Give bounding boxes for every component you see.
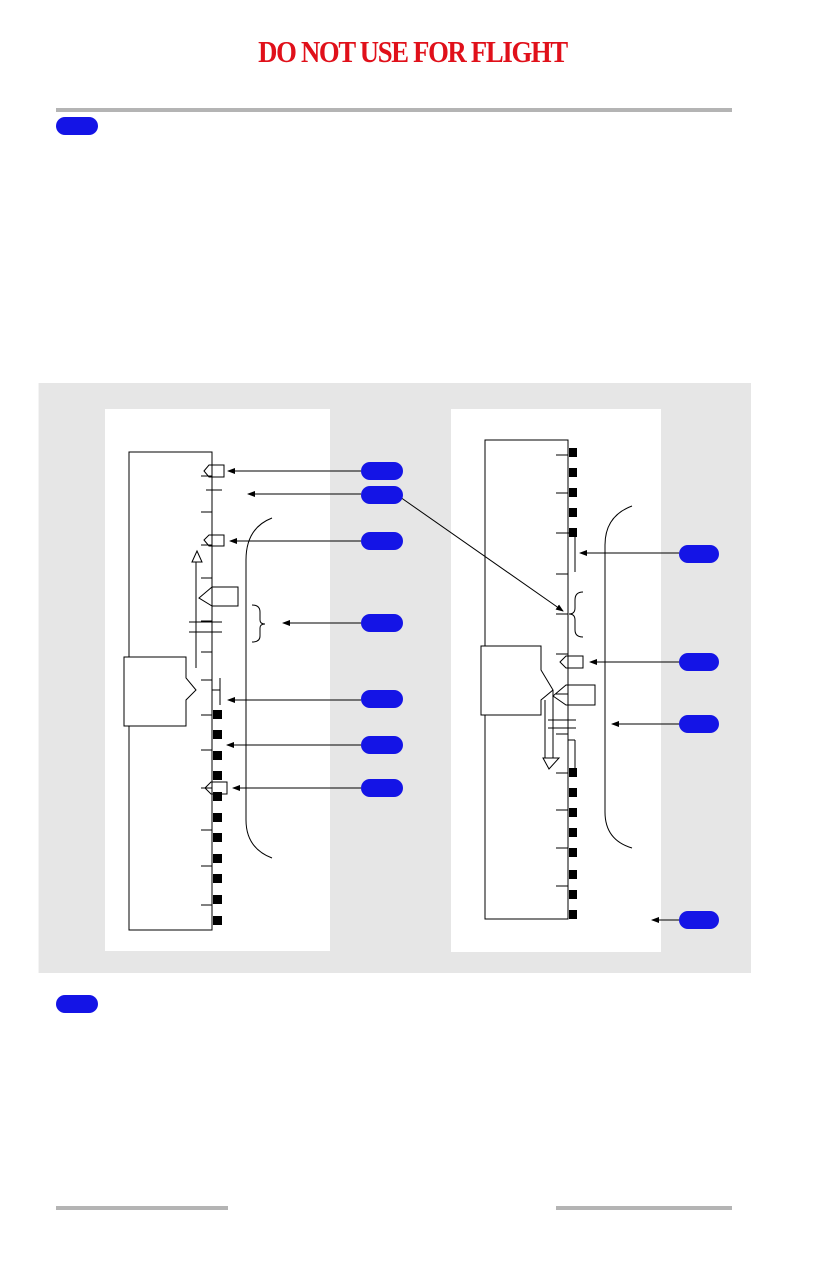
left-callout-4 [361, 614, 403, 632]
do-not-use-for-flight-banner: DO NOT USE FOR FLIGHT [258, 34, 568, 69]
left-bug-low [204, 781, 228, 795]
right-callout-2 [679, 653, 719, 671]
left-reference-box [198, 586, 239, 607]
right-tape-diagram [480, 439, 633, 920]
left-callout-3 [361, 532, 403, 550]
right-callout-3 [679, 715, 719, 733]
left-callout-1 [361, 462, 403, 480]
right-callouts [679, 545, 719, 929]
left-range-bracket [245, 517, 273, 859]
header-rule [56, 108, 732, 112]
left-callout-6 [361, 736, 403, 754]
right-tape-blocks [569, 448, 577, 919]
right-reference-box [552, 684, 596, 706]
right-readout-window [480, 645, 554, 716]
left-callouts [361, 462, 403, 797]
left-callout-2 [361, 486, 403, 504]
right-leader-lines [579, 550, 679, 923]
left-tape-diagram [123, 451, 273, 931]
section-bullet-top [56, 117, 98, 135]
footer-rule-left [56, 1206, 228, 1210]
left-curly-brace [251, 604, 266, 643]
left-readout-window [123, 656, 197, 727]
left-tape-ticks [189, 475, 222, 906]
right-bug [559, 655, 584, 669]
left-leader-lines [226, 468, 564, 791]
right-callout-4 [679, 911, 719, 929]
section-bullet-bottom [56, 995, 98, 1013]
left-callout-5 [361, 690, 403, 708]
left-bug-mid [203, 534, 225, 547]
left-trend-arrow-head [191, 549, 203, 563]
left-bug-top [203, 464, 225, 478]
right-callout-1 [679, 545, 719, 563]
left-tape-blocks [213, 710, 222, 925]
right-tape-ticks [548, 454, 576, 887]
right-curly-brace [568, 591, 584, 638]
right-trend-arrow-head [542, 757, 561, 770]
left-callout-7 [361, 779, 403, 797]
footer-rule-right [556, 1206, 732, 1210]
right-range-bracket [604, 505, 633, 849]
